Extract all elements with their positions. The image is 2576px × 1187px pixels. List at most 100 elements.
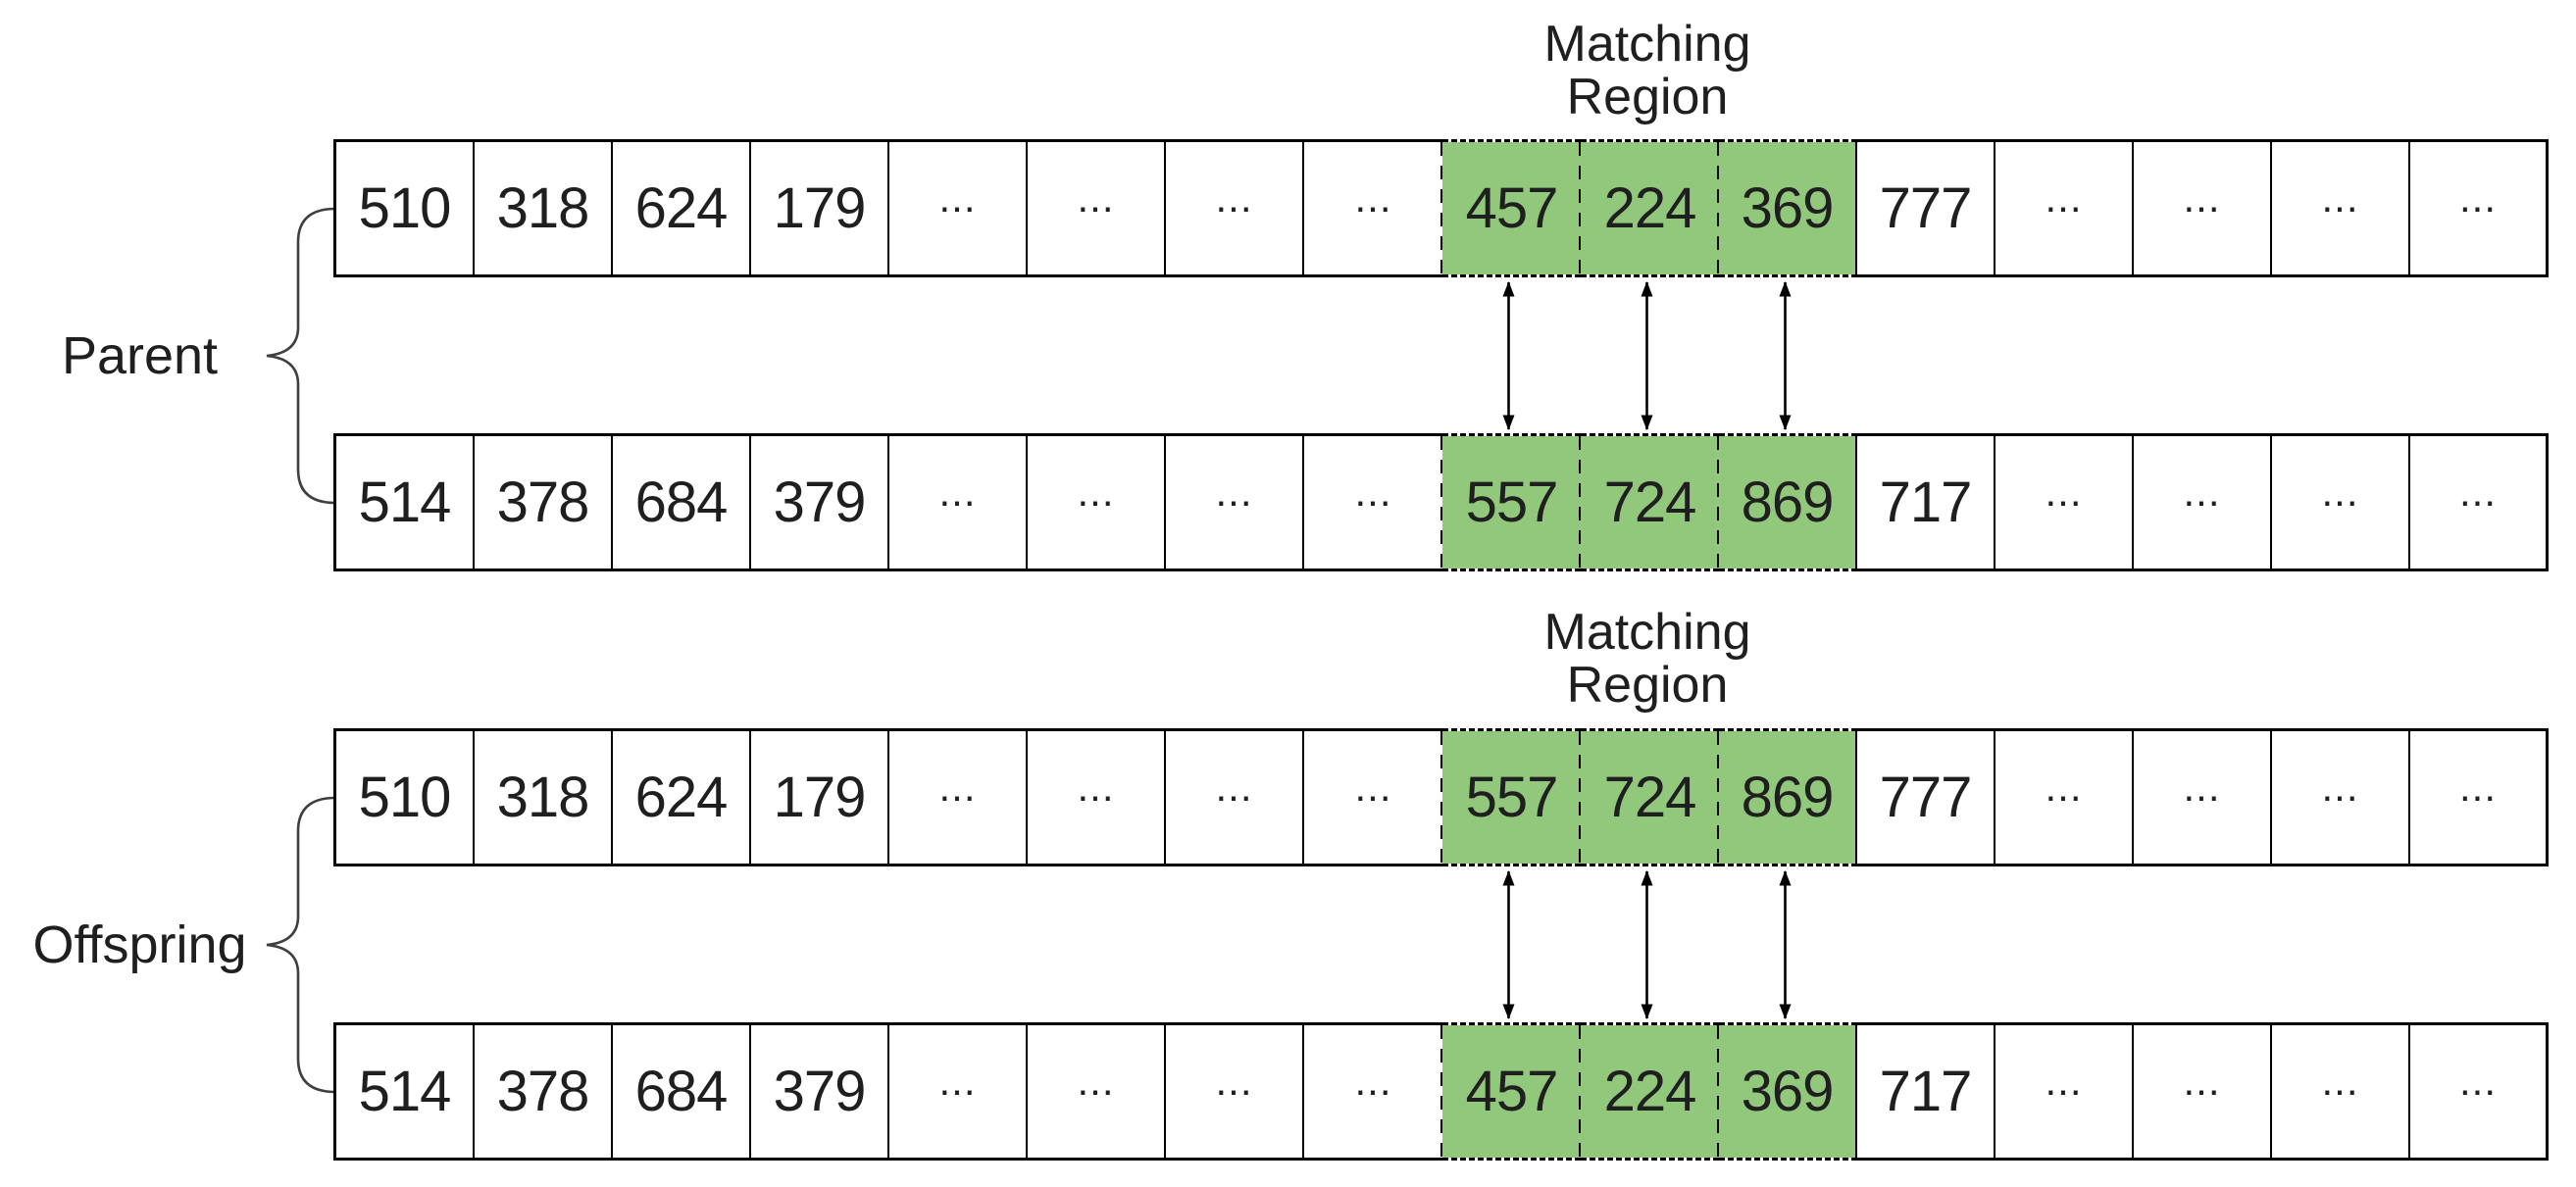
gene-cell: 777 (1857, 139, 1995, 277)
gene-cell: ... (889, 728, 1028, 866)
cell-value: ... (2458, 763, 2497, 810)
gene-cell: ... (2134, 728, 2272, 866)
cell-value: ... (1077, 468, 1115, 515)
gene-cell: ... (889, 433, 1028, 571)
gene-cell: 514 (336, 1022, 475, 1161)
gene-cell: ... (2272, 728, 2410, 866)
gene-cell: ... (889, 139, 1028, 277)
gene-cell: 318 (475, 139, 613, 277)
matching-region-cell: 369 (1719, 139, 1857, 277)
gene-cell: ... (1304, 433, 1442, 571)
matching-region-cell: 557 (1442, 728, 1581, 866)
cell-value: ... (2183, 468, 2221, 515)
matching-region-cell: 724 (1581, 728, 1719, 866)
cell-value: ... (938, 468, 977, 515)
gene-cell: 717 (1857, 1022, 1995, 1161)
cell-value: ... (1354, 763, 1392, 810)
gene-cell: ... (1166, 728, 1304, 866)
cell-value: 369 (1741, 175, 1835, 240)
cell-value: 378 (496, 1059, 590, 1123)
gene-cell: ... (2134, 433, 2272, 571)
cell-value: 777 (1879, 175, 1973, 240)
cell-value: ... (938, 173, 977, 221)
gene-cell: ... (1995, 139, 2134, 277)
cell-value: ... (2183, 173, 2221, 221)
gene-cell: ... (2410, 1022, 2549, 1161)
gene-cell: 179 (751, 728, 889, 866)
gene-cell: ... (1028, 728, 1166, 866)
gene-cell: 777 (1857, 728, 1995, 866)
gene-cell: ... (2410, 728, 2549, 866)
cell-value: 684 (634, 470, 729, 534)
cell-value: ... (938, 763, 977, 810)
gene-cell: 379 (751, 433, 889, 571)
cell-value: 724 (1603, 470, 1697, 534)
gene-cell: 514 (336, 433, 475, 571)
cell-value: ... (938, 1057, 977, 1104)
cell-value: 369 (1741, 1059, 1835, 1123)
gene-cell: 378 (475, 433, 613, 571)
cell-value: 869 (1741, 765, 1835, 829)
gene-cell: 379 (751, 1022, 889, 1161)
cell-value: ... (2183, 1057, 2221, 1104)
gene-cell: ... (1304, 1022, 1442, 1161)
cell-value: ... (1077, 173, 1115, 221)
cell-value: ... (2321, 173, 2359, 221)
gene-cell: 624 (613, 139, 751, 277)
group-label-parent: Parent (61, 326, 219, 385)
gene-cell: 510 (336, 139, 475, 277)
cell-value: ... (2458, 1057, 2497, 1104)
gene-cell: ... (2134, 139, 2272, 277)
cell-value: 224 (1603, 175, 1697, 240)
gene-cell: ... (2134, 1022, 2272, 1161)
gene-cell: ... (1166, 139, 1304, 277)
cell-value: 224 (1603, 1059, 1697, 1123)
cell-value: ... (1077, 763, 1115, 810)
cell-value: 557 (1465, 765, 1559, 829)
gene-cell: ... (1995, 728, 2134, 866)
cell-value: 179 (773, 765, 867, 829)
cell-value: ... (2045, 468, 2083, 515)
cell-value: ... (2458, 173, 2497, 221)
cell-value: 717 (1879, 470, 1973, 534)
cell-value: 869 (1741, 470, 1835, 534)
gene-cell: ... (1304, 139, 1442, 277)
gene-cell: 717 (1857, 433, 1995, 571)
matching-region-cell: 869 (1719, 728, 1857, 866)
cell-value: 457 (1465, 1059, 1559, 1123)
cell-value: ... (2045, 763, 2083, 810)
gene-cell: ... (2272, 433, 2410, 571)
cell-value: ... (1354, 173, 1392, 221)
gene-cell: 378 (475, 1022, 613, 1161)
matching-region-label-parent: Matching Region (1402, 18, 1893, 124)
gene-cell: ... (1166, 433, 1304, 571)
matching-region-cell: 724 (1581, 433, 1719, 571)
matching-region-label-line2: Region (1566, 69, 1729, 125)
cell-value: 514 (358, 1059, 452, 1123)
gene-cell: ... (2410, 433, 2549, 571)
cell-value: 684 (634, 1059, 729, 1123)
cell-value: 179 (773, 175, 867, 240)
gene-cell: ... (2272, 1022, 2410, 1161)
gene-cell: ... (2410, 139, 2549, 277)
gene-cell: ... (2272, 139, 2410, 277)
matching-region-cell: 457 (1442, 1022, 1581, 1161)
gene-cell: 318 (475, 728, 613, 866)
cell-value: ... (1215, 1057, 1253, 1104)
matching-region-cell: 224 (1581, 1022, 1719, 1161)
cell-value: ... (2321, 468, 2359, 515)
cell-value: 624 (634, 175, 729, 240)
gene-cell: 624 (613, 728, 751, 866)
gene-cell: ... (889, 1022, 1028, 1161)
offspring-chromosome-2: 514 378 684 379............ 457 224 369 717....… (333, 1022, 2549, 1161)
cell-value: 378 (496, 470, 590, 534)
cell-value: ... (1354, 468, 1392, 515)
cell-value: 457 (1465, 175, 1559, 240)
cell-value: 717 (1879, 1059, 1973, 1123)
cell-value: ... (2045, 173, 2083, 221)
gene-cell: ... (1028, 1022, 1166, 1161)
gene-cell: 684 (613, 433, 751, 571)
